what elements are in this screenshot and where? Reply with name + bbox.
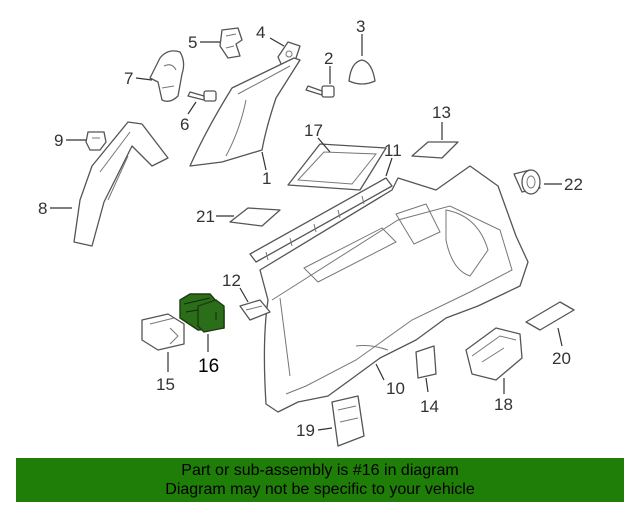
callout-labels: 1 2 3 4 5 6 7 8 9 10 11 12 13 14 15 16 1… xyxy=(38,17,583,440)
callout-9: 9 xyxy=(54,131,63,150)
callout-16: 16 xyxy=(198,356,219,377)
part-8 xyxy=(73,121,169,247)
callout-14: 14 xyxy=(420,397,439,416)
callout-20: 20 xyxy=(552,349,571,368)
part-3 xyxy=(348,59,376,85)
callout-12: 12 xyxy=(222,271,241,290)
part-17 xyxy=(287,143,387,191)
part-11 xyxy=(249,177,393,263)
parts-diagram: 1 2 3 4 5 6 7 8 9 10 11 12 13 14 15 16 1… xyxy=(38,17,583,447)
callout-13: 13 xyxy=(432,103,451,122)
callout-1: 1 xyxy=(262,169,271,188)
callout-2: 2 xyxy=(324,49,333,68)
banner-line-1: Part or sub-assembly is #16 in diagram xyxy=(181,462,459,479)
callout-11: 11 xyxy=(384,141,402,160)
part-15 xyxy=(141,313,185,351)
leader-lines xyxy=(50,34,563,431)
part-16-highlighted xyxy=(179,293,225,333)
part-14 xyxy=(415,345,437,379)
part-5 xyxy=(219,27,243,59)
callout-19: 19 xyxy=(296,421,315,440)
callout-8: 8 xyxy=(38,199,47,218)
info-banner: Part or sub-assembly is #16 in diagram D… xyxy=(16,458,624,502)
callout-5: 5 xyxy=(188,33,197,52)
callout-6: 6 xyxy=(180,115,189,134)
part-1 xyxy=(189,57,301,167)
callout-4: 4 xyxy=(256,23,265,42)
part-2 xyxy=(305,85,335,98)
callout-21: 21 xyxy=(196,207,215,226)
part-6 xyxy=(187,90,217,102)
part-10 xyxy=(259,165,529,413)
part-20 xyxy=(525,301,575,331)
part-19 xyxy=(331,395,365,447)
part-18 xyxy=(465,327,523,381)
callout-15: 15 xyxy=(156,375,175,394)
part-13 xyxy=(411,141,459,159)
callout-7: 7 xyxy=(124,69,133,88)
callout-18: 18 xyxy=(494,395,513,414)
part-12 xyxy=(239,299,271,321)
banner-line-2: Diagram may not be specific to your vehi… xyxy=(165,481,475,498)
part-21 xyxy=(229,207,281,227)
callout-22: 22 xyxy=(564,175,583,194)
part-9 xyxy=(85,131,107,151)
callout-3: 3 xyxy=(356,17,365,36)
part-7 xyxy=(149,50,185,102)
callout-17: 17 xyxy=(304,121,323,140)
callout-10: 10 xyxy=(386,379,405,398)
part-22 xyxy=(513,169,541,195)
